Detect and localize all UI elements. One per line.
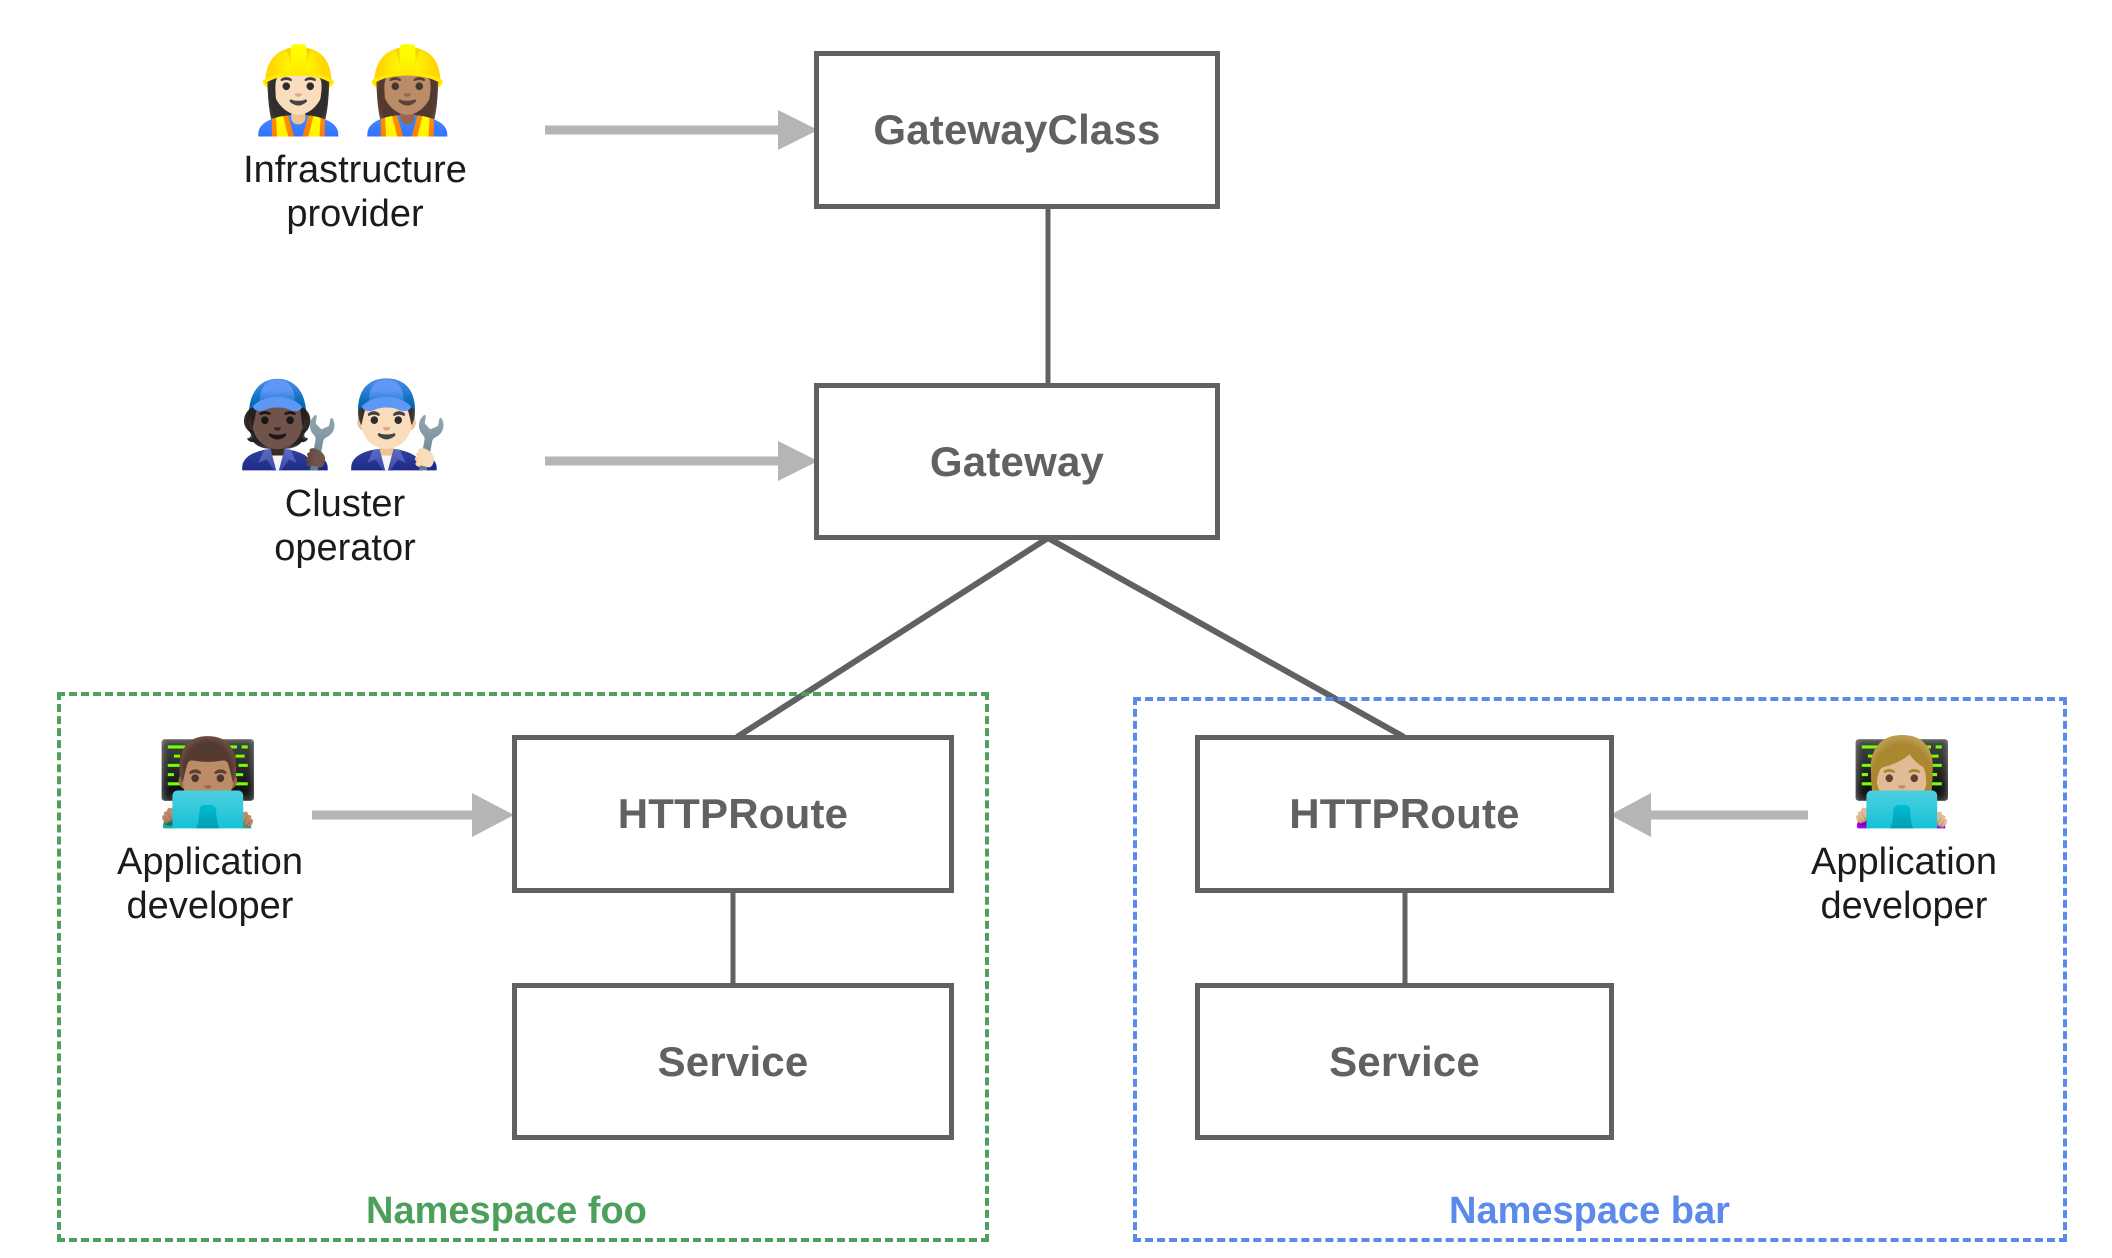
namespace-foo-boundary xyxy=(57,692,989,1242)
httproute-foo-label: HTTPRoute xyxy=(617,790,849,837)
service-foo-label: Service xyxy=(657,1037,809,1085)
mechanic-emoji: 🧑🏿‍🔧👨🏻‍🔧 xyxy=(236,375,454,473)
persona-app-developer-bar: 👩🏼‍💻 Application developer xyxy=(1784,740,2024,928)
httproute-foo-box[interactable]: HTTPRoute xyxy=(512,735,954,893)
woman-technologist-emoji: 👩🏼‍💻 xyxy=(1849,733,1959,831)
httproute-bar-label: HTTPRoute xyxy=(1289,790,1520,837)
gatewayclass-label: GatewayClass xyxy=(873,106,1161,153)
persona-cluster-operator: 🧑🏿‍🔧👨🏻‍🔧 Cluster operator xyxy=(180,382,510,570)
arrow-operator-to-gateway xyxy=(545,441,818,481)
service-foo-box[interactable]: Service xyxy=(512,983,954,1140)
httproute-bar-box[interactable]: HTTPRoute xyxy=(1195,735,1614,893)
persona-app-developer-foo-label: Application developer xyxy=(117,841,303,928)
persona-app-developer-foo: 👨🏽‍💻 Application developer xyxy=(90,740,330,928)
persona-cluster-operator-label: Cluster operator xyxy=(274,483,416,570)
service-bar-box[interactable]: Service xyxy=(1195,983,1614,1140)
gateway-label: Gateway xyxy=(929,437,1105,485)
man-technologist-emoji: 👨🏽‍💻 xyxy=(155,733,265,831)
persona-infrastructure-provider-label: Infrastructure provider xyxy=(243,149,467,236)
gatewayclass-box[interactable]: GatewayClass xyxy=(814,51,1220,209)
namespace-bar-boundary xyxy=(1133,697,2067,1242)
construction-worker-emoji: 👷🏻‍♀️👷🏽‍♀️ xyxy=(246,41,464,139)
gateway-box[interactable]: Gateway xyxy=(814,383,1220,540)
namespace-bar-label: Namespace bar xyxy=(1449,1190,1730,1232)
persona-app-developer-bar-label: Application developer xyxy=(1811,841,1997,928)
service-bar-label: Service xyxy=(1329,1037,1480,1085)
persona-infrastructure-provider: 👷🏻‍♀️👷🏽‍♀️ Infrastructure provider xyxy=(190,48,520,236)
arrow-infra-to-gatewayclass xyxy=(545,110,818,150)
namespace-foo-label: Namespace foo xyxy=(366,1190,647,1232)
